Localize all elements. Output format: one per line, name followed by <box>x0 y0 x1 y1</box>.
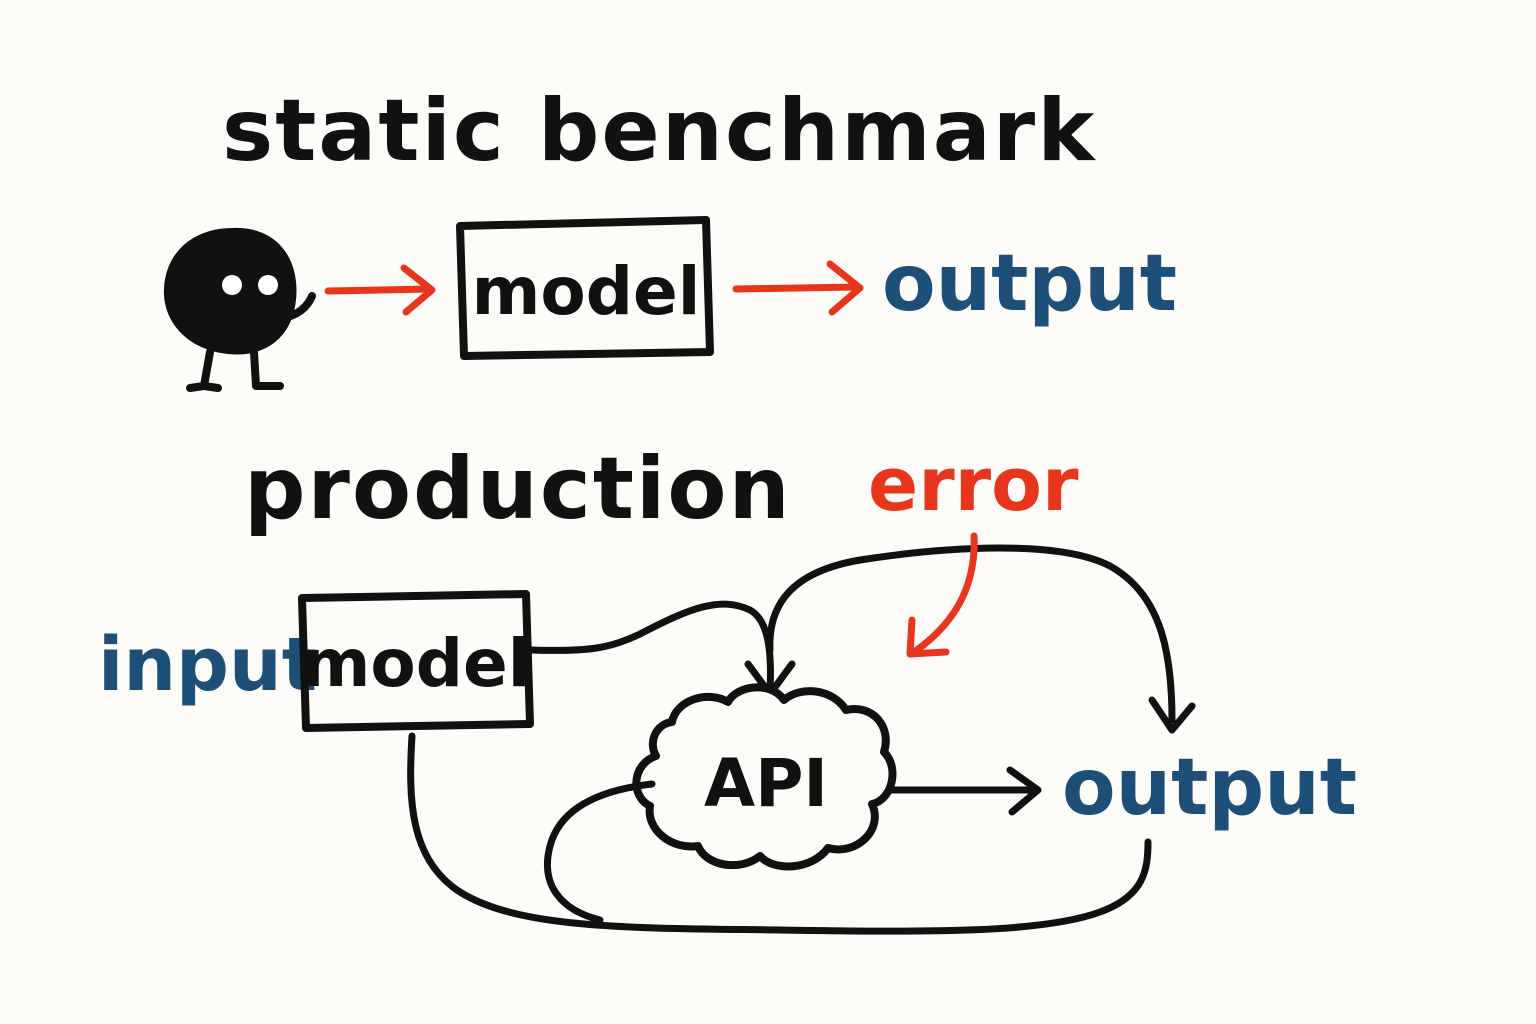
arrowhead-into-output-top <box>1148 696 1196 734</box>
arrow-character-to-model <box>324 264 436 316</box>
loop-api-to-output <box>766 544 1176 724</box>
benchmark-title: static benchmark <box>222 81 1096 181</box>
benchmark-model-label: model <box>472 253 701 330</box>
production-title: production <box>244 439 792 539</box>
cloud-icon: API <box>632 683 897 871</box>
production-error-label: error <box>868 442 1079 528</box>
blob-character-icon <box>163 227 316 392</box>
production-model-label: model <box>302 625 531 702</box>
loop-api-left <box>543 780 656 924</box>
benchmark-output-label: output <box>882 239 1177 329</box>
production-output-label: output <box>1062 743 1357 833</box>
error-arrow <box>910 532 978 656</box>
loop-model-bottom <box>407 732 1152 935</box>
arrow-model-to-output <box>732 260 864 316</box>
benchmark-model-box: model <box>456 216 714 360</box>
production-model-box: model <box>298 590 534 732</box>
error-arrowhead <box>906 616 950 658</box>
arrow-api-to-output <box>886 766 1042 816</box>
production-input-label: input <box>98 622 317 708</box>
api-label: API <box>704 745 828 822</box>
line-model-to-api <box>528 600 774 694</box>
